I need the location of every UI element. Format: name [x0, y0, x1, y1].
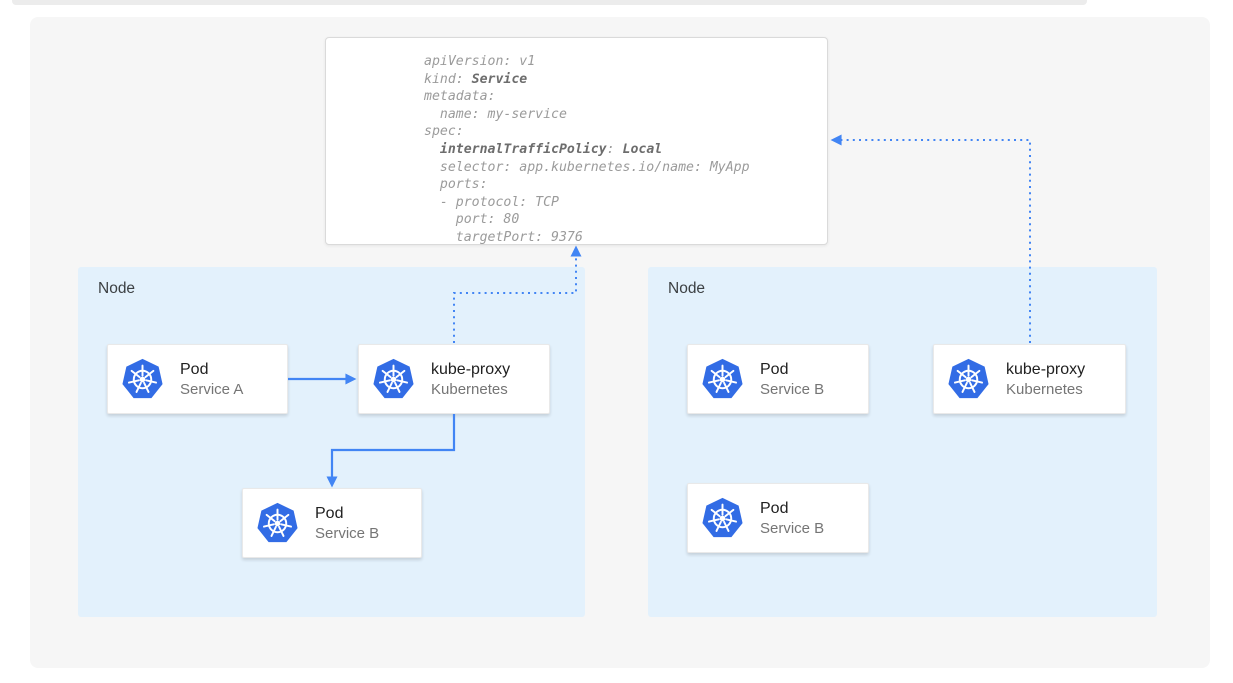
pod-card-service-b-node2-b: Pod Service B — [687, 483, 869, 553]
node-box-1: Node Pod Service A kube-proxy Kubernetes — [78, 267, 585, 617]
code-line: selector: app.kubernetes.io/name: MyApp — [424, 159, 750, 175]
pod-card-service-b-node2-a: Pod Service B — [687, 344, 869, 414]
code-line: targetPort: 9376 — [424, 229, 583, 245]
kube-proxy-card-node2: kube-proxy Kubernetes — [933, 344, 1126, 414]
node-label: Node — [668, 280, 706, 297]
card-title: Pod — [180, 360, 209, 378]
code-line: kind: Service — [424, 71, 528, 87]
card-title: kube-proxy — [431, 360, 511, 378]
kubernetes-logo-icon — [371, 357, 416, 402]
code-line: spec: — [424, 124, 464, 140]
kubernetes-logo-icon — [700, 357, 745, 402]
card-title: Pod — [760, 360, 789, 378]
pod-card-service-a: Pod Service A — [107, 344, 288, 414]
kube-proxy-card-node1: kube-proxy Kubernetes — [358, 344, 550, 414]
node-box-2: Node Pod Service B kube-proxy Kubernetes — [648, 267, 1157, 617]
code-line: ports: — [424, 177, 488, 193]
code-line: apiVersion: v1 — [424, 54, 536, 69]
card-subtitle: Kubernetes — [1006, 380, 1083, 398]
card-title: Pod — [760, 499, 789, 517]
card-title: Pod — [315, 504, 344, 522]
page-divider — [12, 0, 1087, 5]
yaml-code: apiVersion: v1 kind: Service metadata: nam… — [326, 38, 827, 247]
service-yaml-card: apiVersion: v1 kind: Service metadata: nam… — [325, 37, 828, 245]
kubernetes-logo-icon — [700, 496, 745, 541]
code-line: - protocol: TCP — [424, 194, 559, 210]
card-subtitle: Service A — [180, 380, 244, 398]
card-subtitle: Service B — [760, 380, 825, 398]
kubernetes-logo-icon — [255, 501, 300, 546]
code-line: port: 80 — [424, 212, 520, 228]
kubernetes-logo-icon — [946, 357, 991, 402]
card-title: kube-proxy — [1006, 360, 1086, 378]
code-line: name: my-service — [424, 106, 567, 122]
diagram-stage: apiVersion: v1 kind: Service metadata: nam… — [30, 17, 1210, 668]
node-label: Node — [98, 280, 136, 297]
kubernetes-logo-icon — [120, 357, 165, 402]
pod-card-service-b-node1: Pod Service B — [242, 488, 422, 558]
code-line: metadata: — [424, 89, 496, 105]
card-subtitle: Service B — [315, 524, 380, 542]
card-subtitle: Kubernetes — [431, 380, 508, 398]
card-subtitle: Service B — [760, 519, 825, 537]
code-line: internalTrafficPolicy: Local — [439, 141, 663, 157]
